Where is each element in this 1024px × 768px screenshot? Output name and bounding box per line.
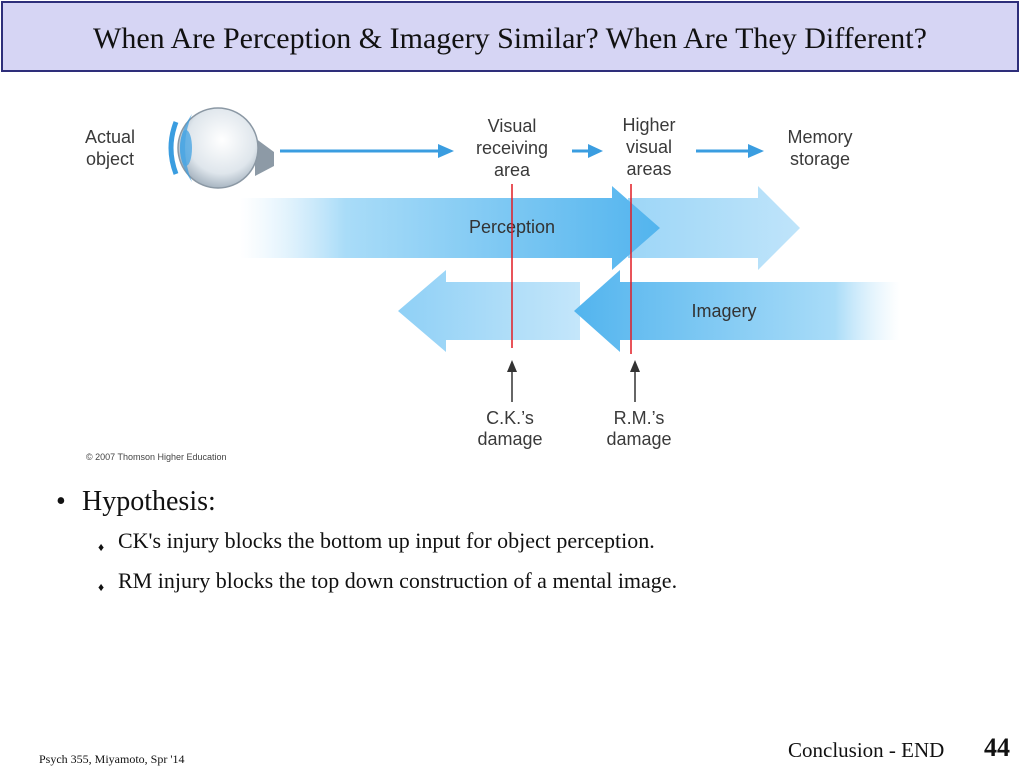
diamond-bullet-icon: ♦ — [98, 580, 105, 594]
label-areas: areas — [626, 159, 671, 179]
sub-bullet-text: CK's injury blocks the bottom up input f… — [118, 528, 655, 553]
label-imagery: Imagery — [691, 301, 756, 321]
imagery-arrow — [398, 270, 900, 352]
sub-bullet-list: ♦ CK's injury blocks the bottom up input… — [96, 528, 986, 594]
label-memory: Memory — [787, 127, 852, 147]
label-ck: C.K.’s — [486, 408, 534, 428]
eye-icon — [168, 107, 274, 189]
bullet-hypothesis-text: Hypothesis: — [82, 486, 216, 517]
sub-bullet-item: ♦ RM injury blocks the top down construc… — [96, 568, 986, 594]
diagram-svg: Actual object Visual receiving area High… — [85, 107, 900, 462]
footer-course: Psych 355, Miyamoto, Spr '14 — [39, 752, 185, 766]
slide-title: When Are Perception & Imagery Similar? W… — [93, 22, 927, 55]
label-visual-2: visual — [626, 137, 672, 157]
label-area: area — [494, 160, 531, 180]
rm-pointer-arrow — [630, 360, 640, 402]
diamond-bullet-icon: ♦ — [98, 540, 105, 554]
bullet-hypothesis: • Hypothesis: — [56, 486, 986, 518]
label-receiving: receiving — [476, 138, 548, 158]
perception-arrow — [240, 186, 800, 270]
sub-bullet-text: RM injury blocks the top down constructi… — [118, 568, 678, 593]
flow-arrow-1 — [280, 144, 454, 158]
label-rm-damage: damage — [606, 429, 671, 449]
flow-arrow-3 — [696, 144, 764, 158]
label-object: object — [86, 149, 134, 169]
bullet-dot-icon: • — [56, 486, 66, 517]
label-higher: Higher — [622, 115, 675, 135]
label-actual: Actual — [85, 127, 135, 147]
copyright-text: © 2007 Thomson Higher Education — [86, 452, 227, 462]
bullet-list: • Hypothesis: ♦ CK's injury blocks the b… — [56, 486, 986, 608]
title-bar: When Are Perception & Imagery Similar? W… — [1, 1, 1019, 72]
perception-imagery-diagram: Actual object Visual receiving area High… — [0, 80, 1024, 480]
label-ck-damage: damage — [477, 429, 542, 449]
page-number: 44 — [984, 733, 1010, 762]
label-rm: R.M.’s — [614, 408, 665, 428]
ck-pointer-arrow — [507, 360, 517, 402]
label-visual: Visual — [488, 116, 537, 136]
label-storage: storage — [790, 149, 850, 169]
flow-arrow-2 — [572, 144, 603, 158]
sub-bullet-item: ♦ CK's injury blocks the bottom up input… — [96, 528, 986, 554]
footer-section: Conclusion - END — [788, 738, 945, 762]
